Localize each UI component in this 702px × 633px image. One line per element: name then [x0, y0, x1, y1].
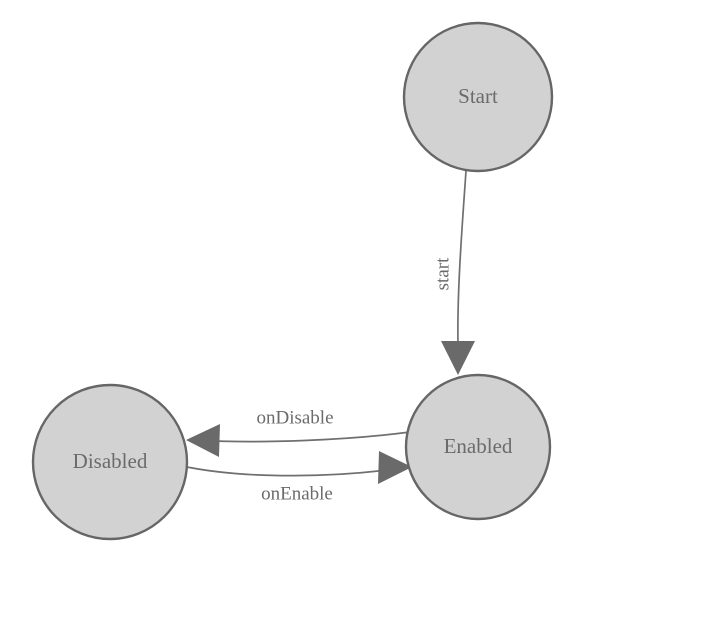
node-enabled-label: Enabled	[444, 434, 513, 458]
edge-disabled-to-enabled-arrowhead-icon	[378, 451, 412, 484]
node-enabled-circle	[404, 373, 552, 521]
edge-enabled-to-disabled-path	[195, 431, 411, 443]
node-start-circle	[402, 21, 554, 173]
edge-start-to-enabled-path	[457, 170, 467, 345]
node-start-label: Start	[458, 84, 498, 108]
edge-label-ondisable: onDisable	[256, 407, 333, 428]
edge-disabled-to-enabled-path	[181, 465, 403, 477]
edge-start-to-enabled[interactable]: start	[432, 170, 475, 375]
edge-disabled-to-enabled[interactable]: onEnable	[181, 451, 412, 504]
edge-enabled-to-disabled[interactable]: onDisable	[186, 407, 411, 457]
node-disabled-circle	[31, 383, 189, 541]
node-start[interactable]: Start	[402, 21, 554, 173]
node-enabled[interactable]: Enabled	[404, 373, 552, 521]
edge-start-to-enabled-arrowhead-icon	[441, 341, 475, 375]
edge-label-onenable: onEnable	[261, 483, 333, 504]
edge-enabled-to-disabled-arrowhead-icon	[186, 424, 220, 457]
edge-label-start: start	[432, 257, 453, 290]
node-disabled[interactable]: Disabled	[31, 383, 189, 541]
node-disabled-label: Disabled	[73, 449, 148, 473]
